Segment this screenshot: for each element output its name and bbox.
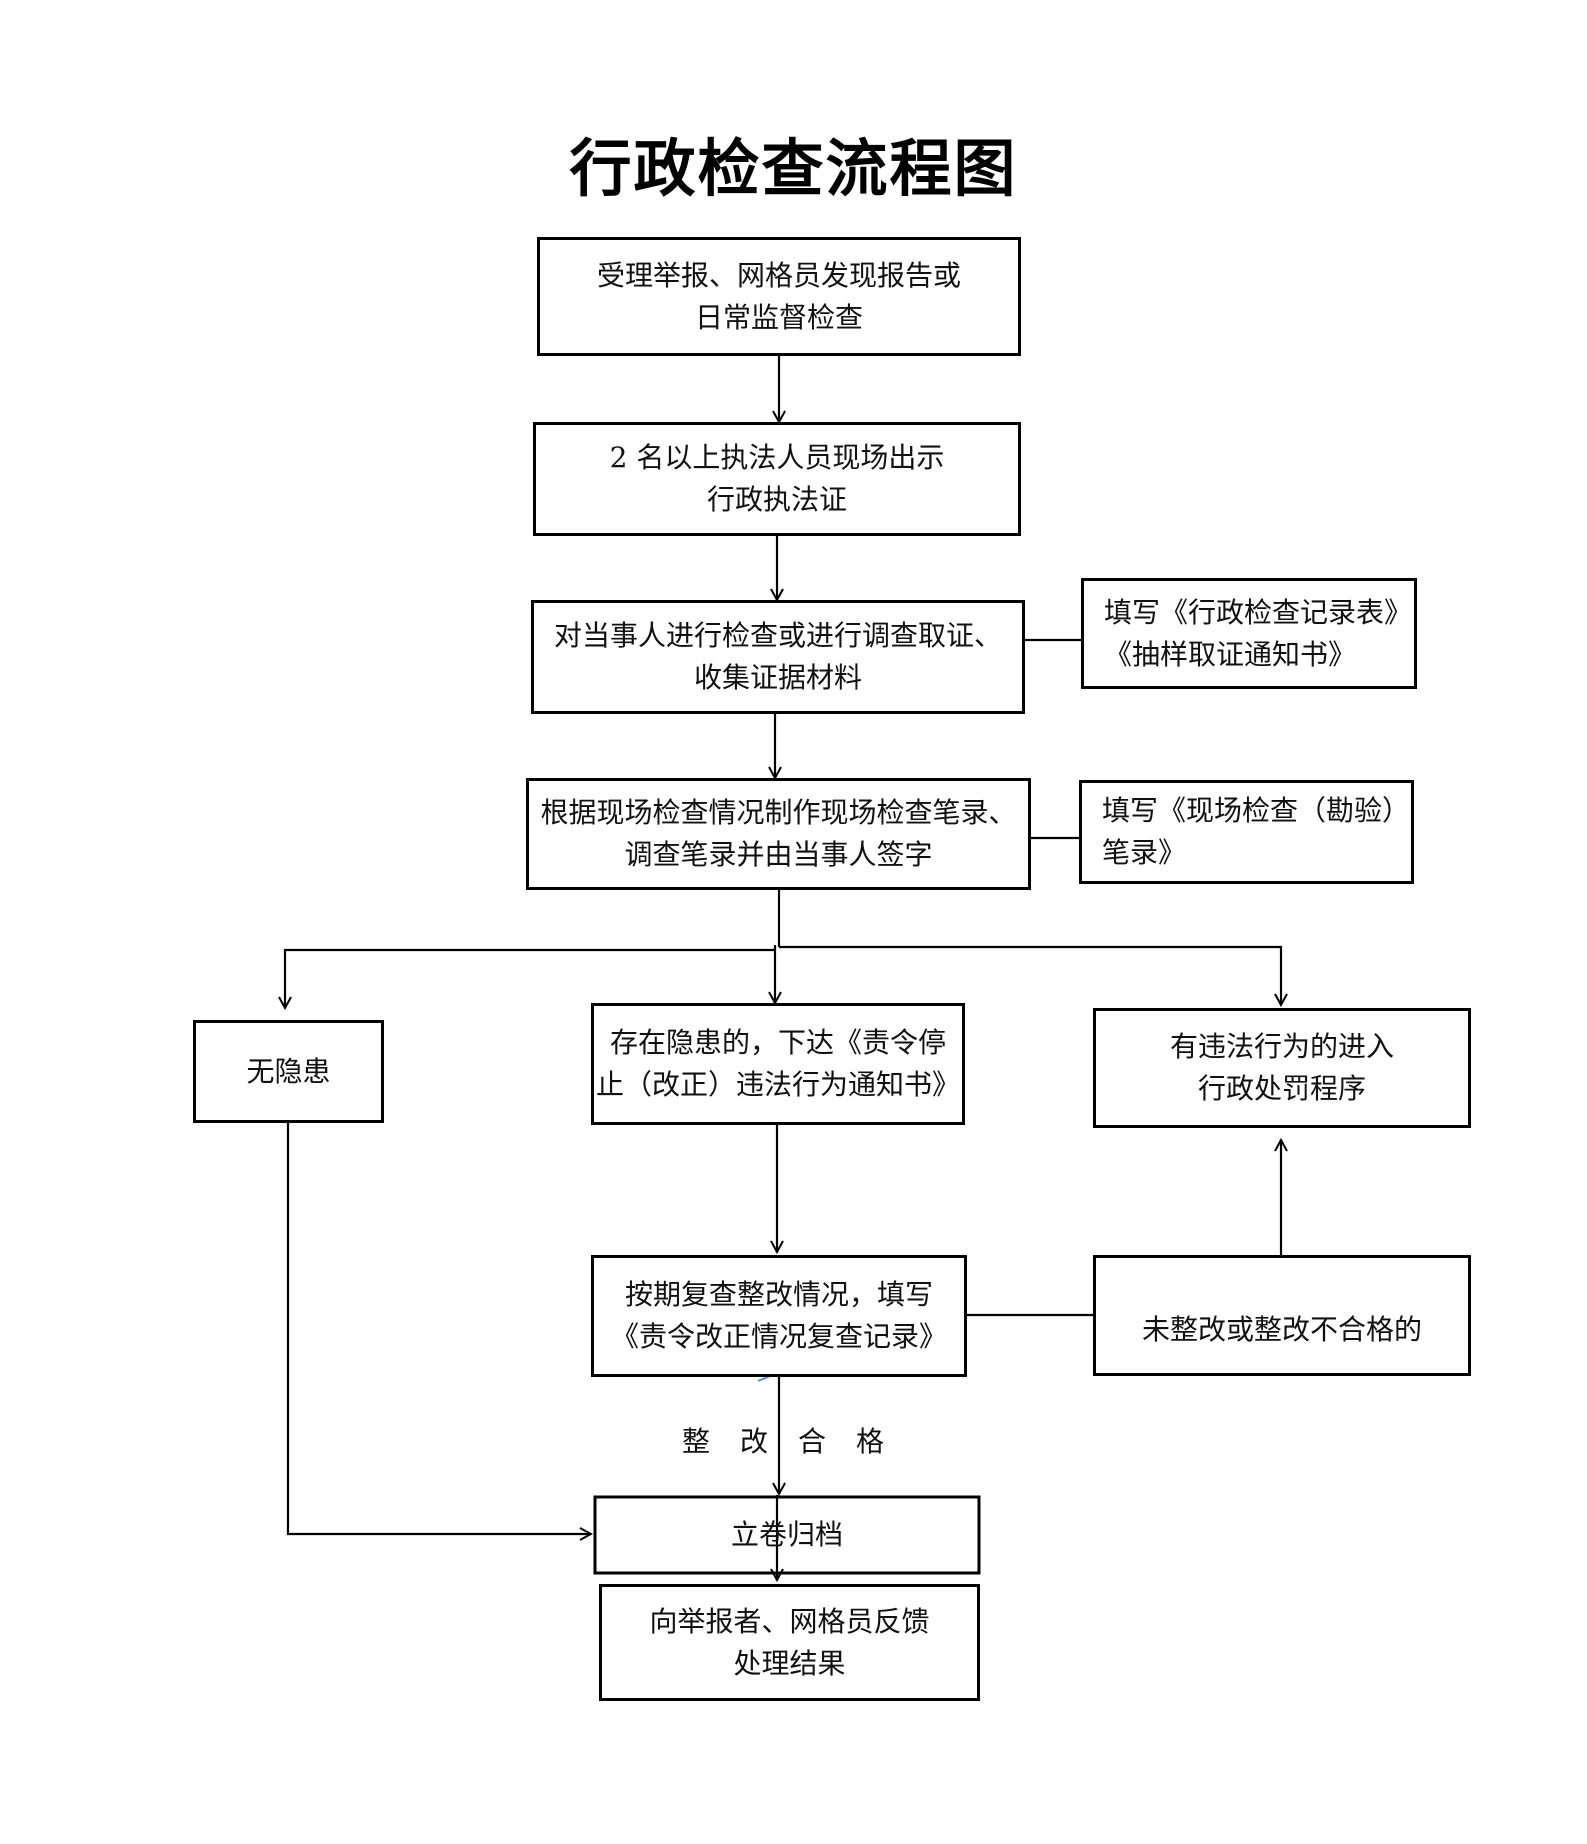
node-step2-line2: 行政执法证 (706, 483, 847, 516)
node-recheck: 按期复查整改情况，填写 《责令改正情况复查记录》 (591, 1255, 967, 1377)
node-illegal: 有违法行为的进入 行政处罚程序 (1093, 1008, 1471, 1128)
node-note4-line1: 填写《现场检查（勘验） (1102, 794, 1411, 827)
node-step2-line1: 2 名以上执法人员现场出示 (609, 441, 945, 474)
node-step3-line2: 收集证据材料 (693, 661, 862, 694)
node-hazard: 存在隐患的，下达《责令停 止（改正）违法行为通知书》 (591, 1003, 965, 1125)
node-step4-line2: 调查笔录并由当事人签字 (624, 838, 933, 871)
node-note3: 填写《行政检查记录表》 《抽样取证通知书》 (1081, 578, 1417, 689)
node-feedback-line1: 向举报者、网格员反馈 (649, 1604, 930, 1638)
node-unqualified-line1: 未整改或整改不合格的 (1141, 1312, 1422, 1346)
edge-to-no-hazard (285, 948, 775, 1008)
node-step4-line1: 根据现场检查情况制作现场检查笔录、 (540, 796, 1017, 829)
edge-label-qualified: 整改合格 (682, 1425, 915, 1458)
node-no-hazard-line1: 无隐患 (246, 1054, 331, 1088)
node-archive (593, 1495, 981, 1575)
node-step3-line1: 对当事人进行检查或进行调查取证、 (553, 619, 1002, 652)
node-step4: 根据现场检查情况制作现场检查笔录、 调查笔录并由当事人签字 (526, 778, 1031, 890)
node-step1: 受理举报、网格员发现报告或 日常监督检查 (537, 237, 1021, 356)
node-hazard-line2: 止（改正）违法行为通知书》 (595, 1068, 960, 1101)
node-step2: 2 名以上执法人员现场出示 行政执法证 (533, 422, 1021, 536)
node-hazard-line1: 存在隐患的，下达《责令停 (609, 1026, 946, 1059)
node-step1-line1: 受理举报、网格员发现报告或 (596, 258, 961, 292)
edge-no-hazard-archive (286, 1123, 591, 1534)
page-title: 行政检查流程图 (569, 132, 1018, 205)
node-feedback: 向举报者、网格员反馈 处理结果 (599, 1584, 980, 1701)
node-archive-text: 立卷归档 (594, 1496, 980, 1574)
node-archive-line1: 立卷归档 (730, 1518, 843, 1551)
node-unqualified: 未整改或整改不合格的 (1093, 1255, 1471, 1376)
edge-to-illegal (779, 945, 1281, 1005)
node-step3: 对当事人进行检查或进行调查取证、 收集证据材料 (531, 600, 1025, 714)
node-step1-line2: 日常监督检查 (694, 300, 863, 334)
node-note4: 填写《现场检查（勘验） 笔录》 (1079, 780, 1414, 884)
node-illegal-line1: 有违法行为的进入 (1169, 1030, 1394, 1063)
node-note3-line1: 填写《行政检查记录表》 (1104, 595, 1413, 629)
node-note3-line2: 《抽样取证通知书》 (1104, 637, 1357, 671)
node-feedback-line2: 处理结果 (733, 1646, 846, 1680)
node-no-hazard: 无隐患 (193, 1020, 384, 1123)
node-recheck-line1: 按期复查整改情况，填写 (624, 1278, 933, 1311)
node-illegal-line2: 行政处罚程序 (1197, 1072, 1366, 1105)
node-recheck-line2: 《责令改正情况复查记录》 (610, 1320, 947, 1353)
node-note4-line2: 笔录》 (1102, 836, 1187, 869)
